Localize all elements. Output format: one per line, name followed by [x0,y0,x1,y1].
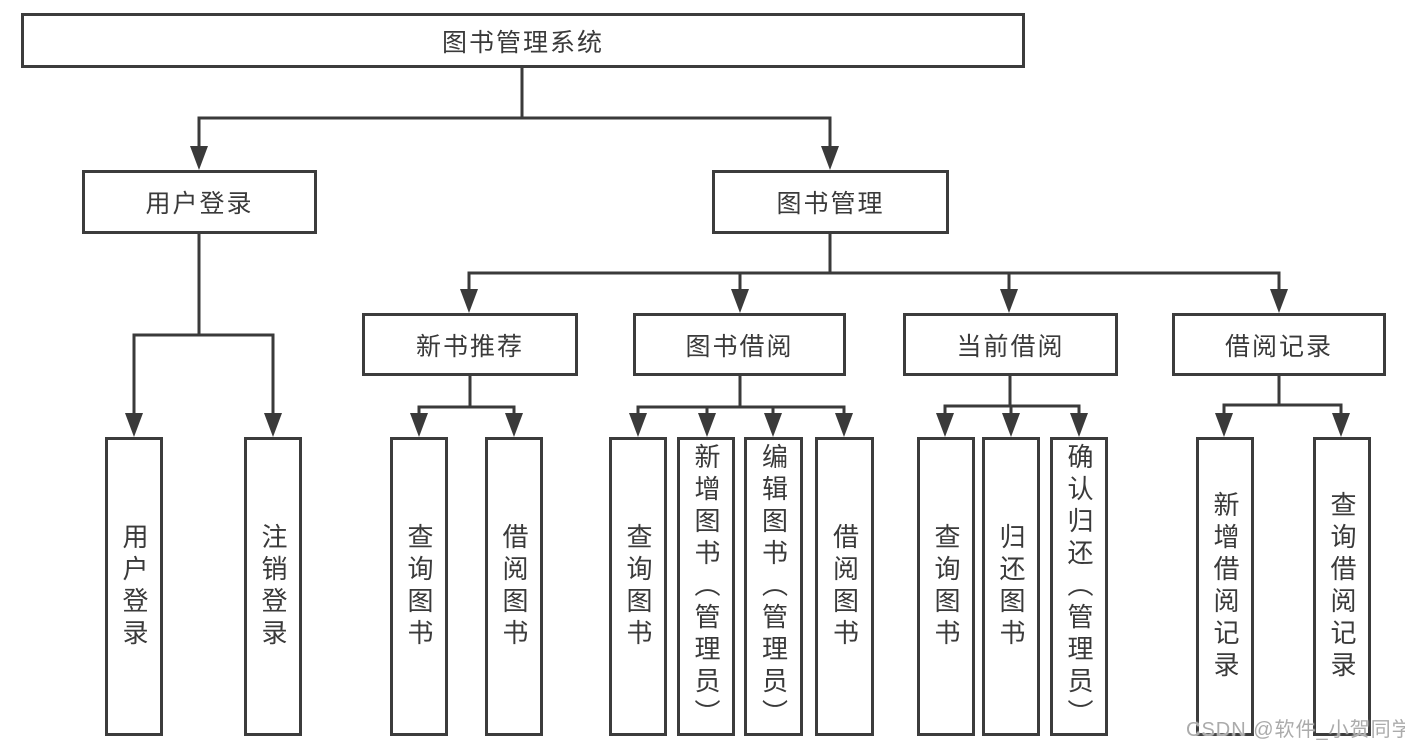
leaf-add-books-admin: 新增图书（管理员） [677,437,735,736]
node-borrowing-records: 借阅记录 [1172,313,1386,376]
leaf-search-books-3: 查询图书 [917,437,975,736]
leaf-borrow-books: 借阅图书 [485,437,543,736]
leaf-add-borrow-record: 新增借阅记录 [1196,437,1254,736]
leaf-edit-books-admin: 编辑图书（管理员） [744,437,803,736]
node-new-book-recommendation: 新书推荐 [362,313,578,376]
leaf-search-books-2: 查询图书 [609,437,667,736]
leaf-search-books: 查询图书 [390,437,448,736]
leaf-return-books: 归还图书 [982,437,1040,736]
node-book-borrowing: 图书借阅 [633,313,846,376]
node-book-management: 图书管理 [712,170,949,234]
node-current-borrowing: 当前借阅 [903,313,1118,376]
leaf-search-borrow-record: 查询借阅记录 [1313,437,1371,736]
watermark-text: CSDN @软件_小贺同学 [1186,719,1405,741]
leaf-confirm-return-admin: 确认归还（管理员） [1050,437,1108,736]
node-user-login: 用户登录 [82,170,317,234]
leaf-borrow-books-2: 借阅图书 [815,437,874,736]
node-library-management-system: 图书管理系统 [21,13,1025,68]
leaf-logout: 注销登录 [244,437,302,736]
leaf-user-login: 用户登录 [105,437,163,736]
